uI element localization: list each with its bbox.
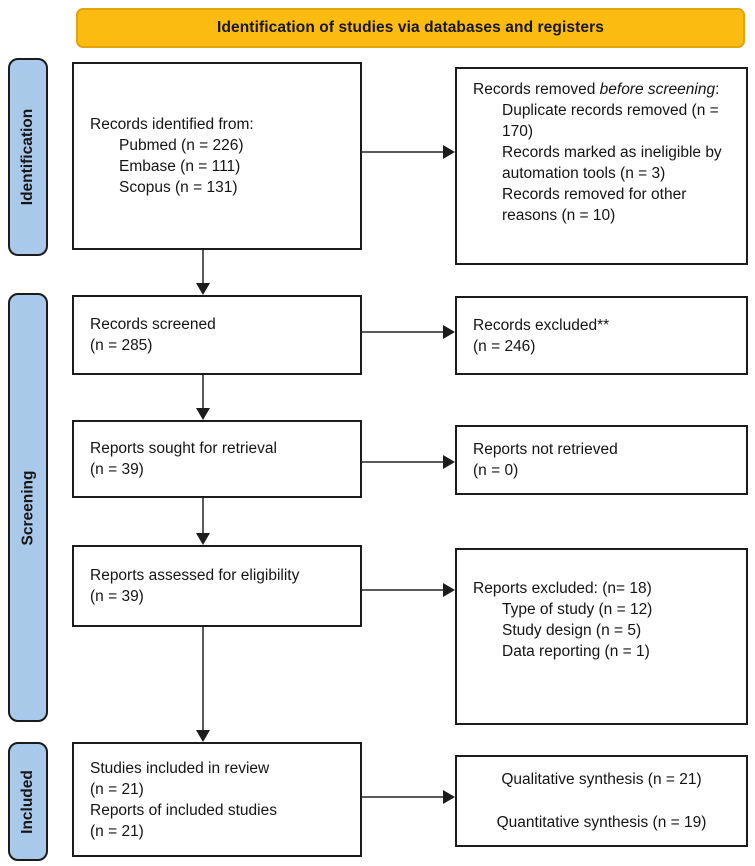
records-identified-item: Scopus (n = 131) <box>119 179 238 196</box>
stage-included: Included <box>8 742 48 861</box>
stage-screening: Screening <box>8 293 48 722</box>
reports-assessed-line: Reports assessed for eligibility <box>90 567 300 584</box>
records-identified-header: Records identified from: <box>90 116 254 133</box>
records-excluded-count: (n = 246) <box>473 337 536 355</box>
records-removed-header-colon: : <box>715 81 720 98</box>
box-reports-sought: Reports sought for retrieval (n = 39) <box>72 420 362 498</box>
stage-identification: Identification <box>8 58 48 256</box>
reports-excluded-item: Type of study (n = 12) <box>502 601 653 618</box>
arrow-sought-to-assessed-head <box>196 533 210 545</box>
records-identified-item: Embase (n = 111) <box>119 158 241 175</box>
arrow-sought-to-assessed-line <box>202 498 204 534</box>
box-synthesis: Qualitative synthesis (n = 21) Quantitat… <box>455 755 748 847</box>
reports-excluded-item: Data reporting (n = 1) <box>502 643 650 660</box>
arrow-screened-to-sought-line <box>202 375 204 409</box>
box-studies-included: Studies included in review (n = 21) Repo… <box>72 742 362 857</box>
arrow-included-to-synthesis-head <box>443 790 455 804</box>
arrow-sought-to-notretrieved-line <box>362 461 443 463</box>
reports-excluded-header: Reports excluded: (n= 18) <box>473 580 652 597</box>
arrow-assessed-to-excluded-line <box>362 589 443 591</box>
box-records-excluded: Records excluded** (n = 246) <box>455 296 748 375</box>
records-screened-count: (n = 285) <box>90 337 153 354</box>
qualitative-synthesis-line: Qualitative synthesis (n = 21) <box>501 771 702 788</box>
reports-not-retrieved-line: Reports not retrieved <box>473 441 618 458</box>
reports-assessed-count: (n = 39) <box>90 588 144 605</box>
records-identified-item: Pubmed (n = 226) <box>119 137 244 154</box>
box-reports-not-retrieved: Reports not retrieved (n = 0) <box>455 425 748 495</box>
studies-included-line: Reports of included studies <box>90 801 277 819</box>
studies-included-line: Studies included in review <box>90 759 270 777</box>
arrow-identified-to-removed-head <box>443 145 455 159</box>
box-records-removed: Records removed before screening: Duplic… <box>455 67 748 265</box>
reports-sought-count: (n = 39) <box>90 461 144 478</box>
records-removed-item: Records marked as ineligible by automati… <box>502 144 722 182</box>
records-removed-header-text: Records removed <box>473 81 600 98</box>
arrow-included-to-synthesis-line <box>362 796 443 798</box>
records-removed-item: Records removed for other reasons (n = 1… <box>502 186 687 224</box>
records-removed-header: Records removed before screening: <box>473 79 736 100</box>
arrow-assessed-to-included-head <box>196 730 210 742</box>
reports-excluded-item: Study design (n = 5) <box>502 622 642 639</box>
arrow-screened-to-excluded-line <box>362 331 443 333</box>
arrow-assessed-to-included-line <box>202 627 204 731</box>
records-excluded-line: Records excluded** <box>473 316 610 334</box>
stage-screening-label: Screening <box>19 470 37 545</box>
reports-sought-line: Reports sought for retrieval <box>90 440 277 457</box>
quantitative-synthesis-line: Quantitative synthesis (n = 19) <box>496 814 707 831</box>
box-reports-excluded: Reports excluded: (n= 18) Type of study … <box>455 548 748 725</box>
arrow-identified-to-screened-head <box>196 283 210 295</box>
arrow-assessed-to-excluded-head <box>443 583 455 597</box>
box-reports-assessed: Reports assessed for eligibility (n = 39… <box>72 545 362 627</box>
records-removed-item: Duplicate records removed (n = 170) <box>502 102 719 140</box>
records-removed-header-italic: before screening <box>599 81 716 98</box>
box-records-identified: Records identified from: Pubmed (n = 226… <box>72 62 362 250</box>
arrow-screened-to-sought-head <box>196 408 210 420</box>
reports-not-retrieved-count: (n = 0) <box>473 462 519 479</box>
stage-included-label: Included <box>19 769 37 834</box>
arrow-sought-to-notretrieved-head <box>443 455 455 469</box>
box-records-screened: Records screened (n = 285) <box>72 295 362 375</box>
arrow-identified-to-screened-line <box>202 250 204 284</box>
banner-title: Identification of studies via databases … <box>76 8 745 48</box>
studies-included-count: (n = 21) <box>90 822 144 840</box>
arrow-identified-to-removed-line <box>362 151 443 153</box>
studies-included-count: (n = 21) <box>90 780 144 798</box>
arrow-screened-to-excluded-head <box>443 325 455 339</box>
records-screened-line: Records screened <box>90 316 216 333</box>
stage-identification-label: Identification <box>19 108 37 206</box>
